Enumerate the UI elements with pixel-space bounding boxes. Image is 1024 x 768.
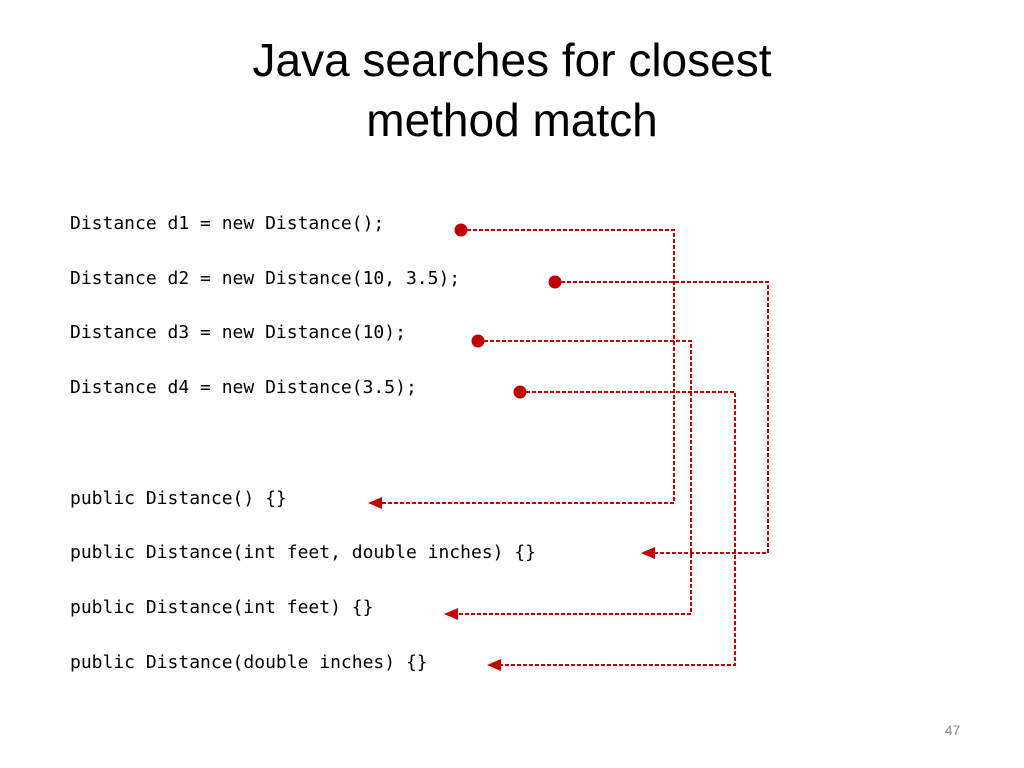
connector-line — [380, 229, 675, 504]
call-d3: Distance d3 = new Distance(10); — [70, 322, 406, 343]
constructor-feet-inches: public Distance(int feet, double inches)… — [70, 542, 536, 563]
constructor-feet: public Distance(int feet) {} — [70, 597, 374, 618]
connector-arrowhead — [487, 659, 501, 671]
connector-2 — [548, 275, 769, 559]
connector-3 — [444, 334, 692, 620]
connector-line — [456, 340, 692, 615]
call-d2: Distance d2 = new Distance(10, 3.5); — [70, 268, 461, 289]
connector-line — [555, 281, 769, 554]
connector-start-dot — [548, 275, 562, 289]
connector-arrowhead — [641, 547, 655, 559]
connector-1 — [368, 223, 675, 509]
connector-arrowhead — [444, 608, 458, 620]
page-number: 47 — [944, 722, 961, 738]
connector-start-dot — [471, 334, 485, 348]
slide-title-line-1: Java searches for closest — [252, 34, 772, 86]
call-d4: Distance d4 = new Distance(3.5); — [70, 377, 417, 398]
connector-arrowhead — [368, 497, 382, 509]
slide-title: Java searches for closest method match — [0, 30, 1024, 150]
call-d1: Distance d1 = new Distance(); — [70, 213, 385, 234]
constructor-no-args: public Distance() {} — [70, 488, 287, 509]
connector-4 — [487, 385, 736, 671]
connector-start-dot — [454, 223, 468, 237]
connector-line — [499, 391, 736, 666]
constructor-inches: public Distance(double inches) {} — [70, 652, 428, 673]
slide-title-line-2: method match — [366, 94, 658, 146]
connector-start-dot — [513, 385, 527, 399]
